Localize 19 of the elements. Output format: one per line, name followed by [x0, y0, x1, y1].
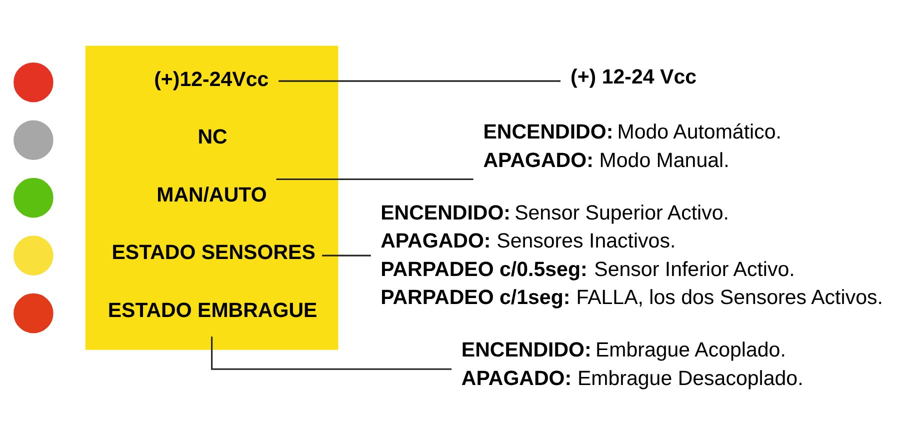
node-circle [14, 120, 54, 160]
node-text: MAN/AUTO [156, 183, 267, 206]
node-circle [14, 236, 54, 276]
connector [278, 80, 561, 82]
node-text: ENCENDIDO: Modo Automático. APAGADO: Modo Manual. [483, 120, 782, 172]
node-text: ENCENDIDO: Sensor Superior Activo. APAGADO: Sensores Inactivos. PARPADEO c/0.5seg: Sensor Inferior Activo. PARPADEO c/1seg: FALLA, los dos Sensores Activos. [380, 201, 883, 310]
node-text: ENCENDIDO: Embrague Acoplado. APAGADO: Embrague Desacoplado. [461, 338, 804, 390]
cluster [85, 46, 338, 350]
node-circle [14, 293, 54, 334]
node-text: ESTADO EMBRAGUE [108, 298, 318, 322]
node-circle [14, 178, 54, 218]
node-text: (+) 12-24 Vcc [570, 65, 697, 88]
connector [276, 178, 474, 180]
connector [211, 336, 452, 370]
node-text: (+)12-24Vcc [154, 68, 269, 91]
node-text: ESTADO SENSORES [112, 241, 316, 264]
node-text: NC [198, 126, 228, 149]
connector [322, 254, 371, 256]
node-circle [14, 62, 54, 102]
